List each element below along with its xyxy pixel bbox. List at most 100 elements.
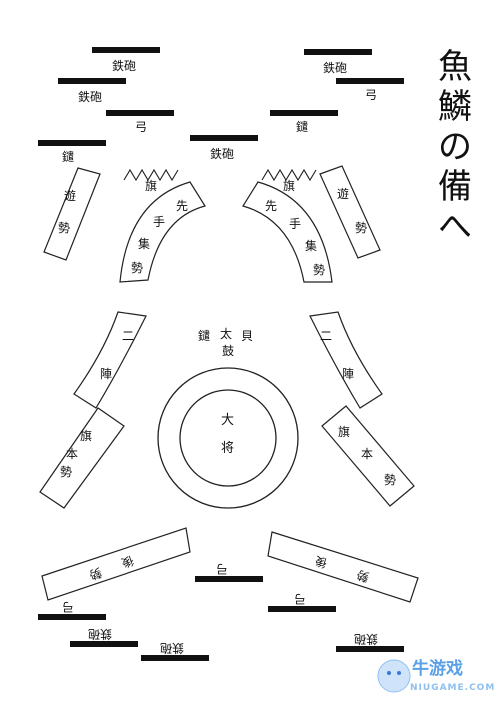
vanguard-left-shape	[119, 181, 206, 283]
bar-top-right-label: 鉄砲	[323, 60, 347, 75]
title-char-3: の	[438, 127, 472, 167]
rear-left-char-1: 後	[120, 553, 136, 570]
yusei-left-char-2: 勢	[58, 220, 70, 235]
flag-right-label: 旗	[283, 178, 295, 193]
rear-right-char-2: 勢	[355, 567, 371, 585]
flag-zigzag-left	[123, 168, 179, 182]
rear-bar-3-label: 弓	[62, 600, 74, 614]
rear-bar-5-label: 鉄砲	[160, 641, 184, 656]
diagram-title: 魚 鱗 の 備 へ	[438, 47, 472, 247]
honzei-right-char-1: 旗	[338, 424, 350, 439]
rear-bar-4-label: 鉄砲	[88, 627, 112, 642]
second-line-right-char-1: 二	[320, 329, 332, 343]
rear-bar-5	[141, 655, 209, 661]
title-char-4: 備	[438, 167, 472, 207]
title-char-1: 魚	[438, 47, 472, 87]
yusei-right: 遊 勢	[319, 165, 381, 259]
hq-char-2: 太	[220, 326, 232, 341]
watermark-en: NIUGAME.COM	[410, 683, 495, 693]
rear-bar-4	[70, 641, 138, 647]
second-line-right: 二 陣	[309, 311, 383, 409]
rear-right: 後 勢	[267, 531, 419, 603]
flags	[123, 168, 317, 182]
bar-left-4	[38, 140, 106, 146]
vanguard-right-shape	[242, 181, 333, 283]
yusei-left-char-1: 遊	[64, 188, 76, 203]
commander-outer-ring	[157, 367, 299, 509]
bar-top-right	[304, 49, 372, 55]
bar-right-2-label: 弓	[365, 88, 377, 102]
vanguard-right-char-2: 手	[289, 217, 301, 231]
second-line-right-char-2: 陣	[342, 367, 354, 381]
vanguard-right-char-4: 勢	[313, 262, 325, 277]
commander-char-1: 大	[221, 413, 234, 428]
watermark-mascot-icon	[377, 659, 411, 693]
honzei-left: 旗 本 勢	[39, 407, 125, 509]
honzei-right-box	[321, 405, 415, 507]
hq-char-3: 貝	[241, 329, 253, 343]
vanguard-left-char-2: 手	[153, 215, 165, 229]
watermark-mascot-eye-left	[387, 671, 391, 675]
yusei-right-box	[319, 165, 381, 259]
second-line-left-shape	[73, 311, 147, 409]
commander-inner-ring	[179, 389, 277, 487]
second-line-left-char-1: 二	[122, 329, 134, 343]
bar-left-3	[106, 110, 174, 116]
watermark: 牛游戏 NIUGAME.COM	[377, 658, 495, 693]
vanguard-left-char-3: 集	[138, 236, 150, 251]
bar-left-2-label: 鉄砲	[78, 89, 102, 104]
bar-right-2	[336, 78, 404, 84]
rear-left-box	[41, 527, 191, 601]
honzei-right: 旗 本 勢	[321, 405, 415, 507]
rear-bar-2	[268, 606, 336, 612]
second-line-right-shape	[309, 311, 383, 409]
commander-char-2: 将	[221, 441, 234, 456]
bar-left-4-label: 鑓	[62, 149, 74, 164]
honzei-left-char-1: 旗	[80, 428, 92, 443]
yusei-left: 遊 勢	[43, 167, 101, 261]
flag-zigzag-right	[261, 168, 317, 182]
rear-bar-2-label: 弓	[294, 592, 306, 606]
bar-left-2	[58, 78, 126, 84]
bar-top-left-label: 鉄砲	[112, 58, 136, 73]
vanguard-left: 旗 先 手 集 勢	[119, 178, 206, 283]
rear-bar-1	[195, 576, 263, 582]
second-line-left: 二 陣	[73, 311, 147, 409]
bar-center-label: 鉄砲	[210, 146, 234, 161]
rear-right-char-1: 後	[313, 553, 329, 570]
honzei-left-box	[39, 407, 125, 509]
second-line-left-char-2: 陣	[100, 367, 112, 381]
title-char-2: 鱗	[438, 87, 472, 127]
rear-left: 後 勢	[41, 527, 191, 601]
rear-bar-6	[336, 646, 404, 652]
honzei-right-char-2: 本	[361, 447, 373, 461]
vanguard-left-char-4: 勢	[131, 260, 143, 275]
vanguard-right: 旗 先 手 集 勢	[242, 178, 333, 283]
honzei-left-char-2: 本	[66, 447, 78, 461]
rear-left-char-2: 勢	[88, 565, 104, 583]
watermark-cn: 牛游戏	[412, 658, 463, 679]
rear-right-box	[267, 531, 419, 603]
watermark-mascot-eye-right	[397, 671, 401, 675]
yusei-right-char-2: 勢	[355, 220, 367, 235]
bar-top-left	[92, 47, 160, 53]
hq-char-1: 鑓	[198, 328, 210, 343]
bar-right-3	[270, 110, 338, 116]
vanguard-right-char-1: 先	[265, 199, 277, 213]
title-char-5: へ	[438, 207, 472, 247]
rear-bar-1-label: 弓	[216, 562, 228, 576]
bar-right-3-label: 鑓	[296, 119, 308, 134]
yusei-left-box	[43, 167, 101, 261]
yusei-right-char-1: 遊	[337, 186, 349, 201]
honzei-left-char-3: 勢	[60, 464, 72, 479]
commander: 大 将	[157, 367, 299, 509]
flag-left-label: 旗	[145, 178, 157, 193]
vanguard-right-char-3: 集	[305, 238, 317, 253]
hq-label: 鑓 太 貝 鼓	[198, 326, 253, 358]
hq-char-4: 鼓	[222, 344, 234, 358]
front-bars: 鉄砲 鉄砲 鉄砲 弓 弓 鑓 鑓 鉄砲	[38, 47, 404, 164]
rear-bars: 弓 弓 弓 鉄砲 鉄砲 鉄砲	[38, 562, 404, 661]
rear-bar-6-label: 鉄砲	[354, 632, 378, 647]
bar-left-3-label: 弓	[135, 120, 147, 134]
